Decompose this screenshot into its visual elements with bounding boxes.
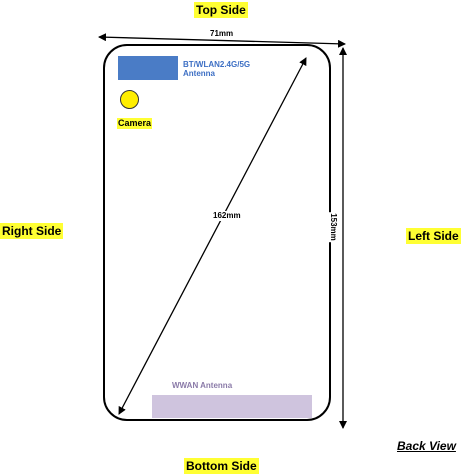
bt-wlan-antenna-block — [118, 56, 178, 80]
width-dimension-label: 71mm — [209, 29, 235, 39]
bt-wlan-antenna-label: BT/WLAN2.4G/5G Antenna — [183, 60, 251, 78]
back-view-label: Back View — [397, 439, 456, 453]
bottom-side-label: Bottom Side — [184, 458, 259, 474]
camera-circle — [120, 90, 139, 109]
left-side-label: Left Side — [406, 228, 461, 244]
wwan-antenna-block — [152, 395, 312, 418]
top-side-label: Top Side — [194, 2, 248, 18]
camera-label: Camera — [117, 118, 153, 129]
wwan-antenna-label: WWAN Antenna — [172, 381, 233, 390]
width-dimension-line — [98, 33, 346, 48]
right-side-label: Right Side — [0, 223, 64, 239]
height-dimension-label: 153mm — [327, 212, 338, 242]
diagonal-dimension-line — [118, 57, 307, 415]
diagonal-dimension-label: 162mm — [212, 211, 242, 221]
